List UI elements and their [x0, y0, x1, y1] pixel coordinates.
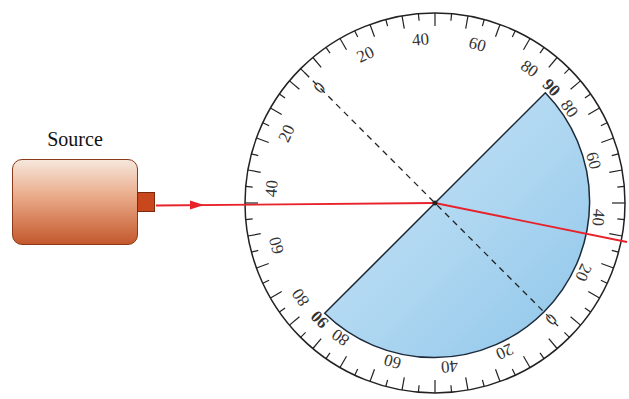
tick-mark: [248, 234, 261, 236]
tick-mark: [588, 292, 599, 299]
tick-mark: [571, 81, 581, 89]
tick-mark: [370, 369, 375, 381]
tick-mark: [245, 202, 258, 203]
tick-mark: [279, 94, 285, 98]
tick-marks: [245, 13, 625, 393]
tick-mark: [434, 13, 435, 26]
light-source: Source: [12, 128, 138, 245]
tick-mark: [601, 264, 613, 269]
tick-mark: [450, 14, 452, 21]
ray-arrowhead: [190, 201, 204, 210]
tick-mark: [540, 47, 544, 53]
refracted-ray: [435, 203, 627, 242]
tick-mark: [496, 369, 501, 381]
tick-mark: [466, 16, 468, 29]
tick-mark: [313, 339, 321, 349]
tick-mark: [402, 377, 404, 390]
tick-mark: [263, 280, 269, 283]
tick-mark: [386, 380, 388, 387]
source-label: Source: [12, 128, 138, 151]
tick-mark: [263, 123, 269, 126]
tick-mark: [313, 58, 321, 68]
tick-mark: [301, 69, 306, 74]
degree-label: 40: [411, 30, 429, 48]
tick-mark: [252, 154, 259, 156]
tick-mark: [601, 123, 607, 126]
tick-mark: [564, 69, 569, 74]
tick-mark: [246, 186, 253, 188]
tick-mark: [601, 280, 607, 283]
tick-mark: [612, 202, 625, 203]
tick-mark: [386, 20, 388, 27]
tick-mark: [279, 308, 285, 312]
tick-mark: [549, 339, 557, 349]
degree-label: 40: [589, 208, 607, 226]
source-housing: [12, 159, 138, 245]
tick-mark: [326, 353, 330, 359]
tick-mark: [524, 39, 531, 50]
tick-mark: [434, 380, 435, 393]
tick-mark: [355, 369, 358, 375]
normal-line: [305, 73, 560, 328]
tick-mark: [466, 377, 468, 390]
tick-mark: [450, 385, 452, 392]
tick-mark: [612, 250, 619, 252]
tick-mark: [340, 39, 347, 50]
tick-mark: [588, 108, 599, 115]
degree-label: 40: [262, 179, 280, 197]
tick-mark: [246, 218, 253, 220]
tick-mark: [617, 218, 624, 220]
tick-mark: [609, 234, 622, 236]
tick-mark: [340, 356, 347, 367]
tick-mark: [290, 317, 300, 325]
tick-mark: [370, 25, 375, 37]
tick-mark: [512, 369, 515, 375]
tick-mark: [271, 292, 282, 299]
tick-mark: [609, 170, 622, 172]
center-point: [433, 201, 438, 206]
tick-mark: [290, 81, 300, 89]
tick-mark: [571, 317, 581, 325]
tick-mark: [257, 264, 269, 269]
semicircular-glass-block: [325, 93, 590, 358]
tick-mark: [418, 14, 420, 21]
tick-mark: [585, 94, 591, 98]
tick-mark: [540, 353, 544, 359]
tick-mark: [271, 108, 282, 115]
protractor-rim: [245, 13, 625, 393]
source-nozzle: [137, 192, 155, 212]
tick-mark: [326, 47, 330, 53]
tick-mark: [496, 25, 501, 37]
tick-mark: [402, 16, 404, 29]
tick-mark: [617, 186, 624, 188]
tick-mark: [524, 356, 531, 367]
tick-mark: [257, 138, 269, 143]
tick-mark: [549, 58, 557, 68]
tick-mark: [301, 332, 306, 337]
tick-mark: [564, 332, 569, 337]
tick-mark: [248, 170, 261, 172]
tick-mark: [355, 31, 358, 37]
degree-label: 40: [440, 357, 458, 375]
tick-mark: [512, 31, 515, 37]
tick-mark: [601, 138, 613, 143]
tick-mark: [482, 20, 484, 27]
tick-mark: [585, 308, 591, 312]
tick-mark: [418, 385, 420, 392]
tick-mark: [252, 250, 259, 252]
tick-mark: [482, 380, 484, 387]
tick-mark: [612, 154, 619, 156]
